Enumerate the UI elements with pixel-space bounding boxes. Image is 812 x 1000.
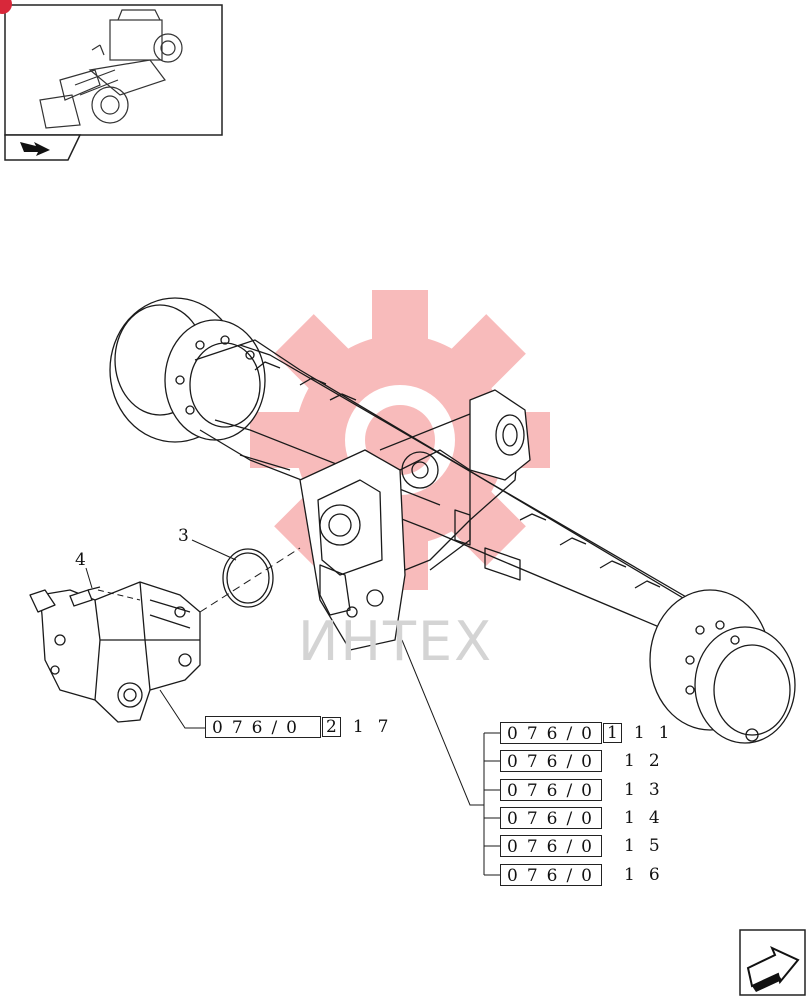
badge-icon bbox=[0, 0, 12, 14]
callout-4: 4 bbox=[75, 550, 86, 570]
axle-assembly bbox=[109, 297, 796, 744]
axle-ref-box: 1 bbox=[603, 723, 622, 743]
watermark-text: ИНТЕХ bbox=[298, 610, 494, 673]
o-ring-part bbox=[222, 548, 274, 608]
next-page-icon[interactable] bbox=[739, 929, 806, 996]
axle-ref-code[interactable]: 076/0 bbox=[500, 779, 602, 801]
axle-ref-code[interactable]: 076/0 bbox=[500, 807, 602, 829]
motor-ref-num: 17 bbox=[352, 717, 403, 737]
axle-ref-num: 13 bbox=[624, 780, 674, 800]
axle-ref-code[interactable]: 076/0 bbox=[500, 722, 602, 744]
axle-ref-num: 11 bbox=[633, 723, 684, 743]
axle-ref-code[interactable]: 076/0 bbox=[500, 835, 602, 857]
axle-ref-num: 14 bbox=[624, 808, 674, 828]
axle-ref-code[interactable]: 076/0 bbox=[500, 750, 602, 772]
motor-ref-code[interactable]: 076/0 bbox=[205, 716, 321, 738]
axle-ref-num: 15 bbox=[624, 836, 674, 856]
axle-ref-num: 12 bbox=[624, 751, 674, 771]
axle-ref-num: 16 bbox=[624, 865, 674, 885]
hydraulic-motor-part bbox=[29, 581, 201, 723]
axle-ref-code[interactable]: 076/0 bbox=[500, 864, 602, 886]
callout-3: 3 bbox=[178, 526, 189, 546]
nav-arrow-icon[interactable] bbox=[20, 142, 50, 156]
leader-lines bbox=[85, 539, 500, 876]
motor-ref-box: 2 bbox=[322, 717, 341, 737]
bolt-part bbox=[69, 586, 101, 607]
loader-thumbnail-icon bbox=[39, 9, 183, 129]
